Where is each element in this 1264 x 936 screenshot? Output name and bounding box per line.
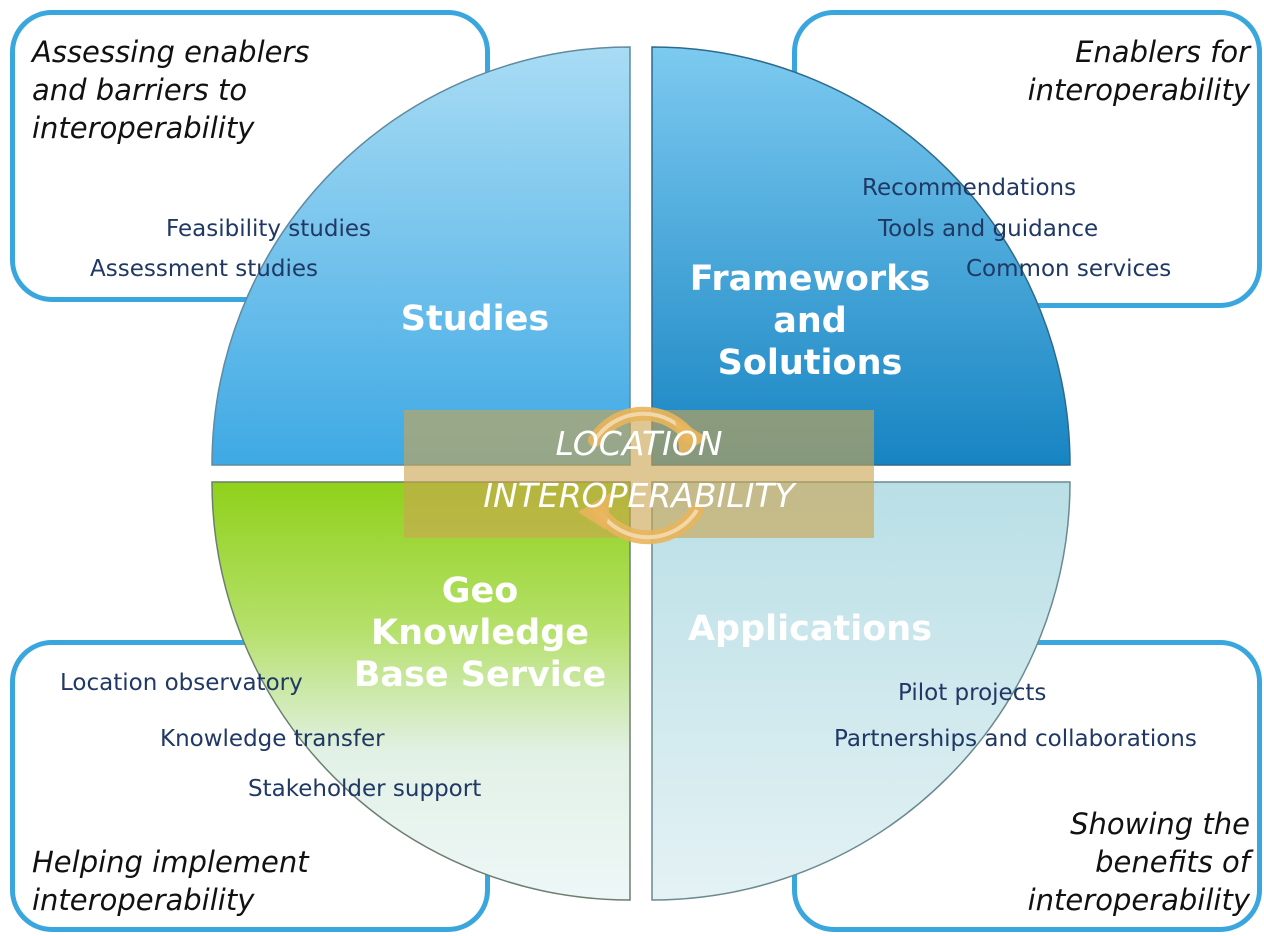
caption-line: benefits of [1095, 845, 1250, 879]
item-recommendations: Recommendations [862, 175, 1077, 201]
caption-line: Helping implement [32, 845, 309, 879]
caption-line: interoperability [32, 111, 255, 145]
item-pilot-projects: Pilot projects [898, 680, 1047, 706]
center-title-line: INTEROPERABILITY [483, 476, 795, 515]
item-stakeholder-support: Stakeholder support [248, 776, 482, 802]
item-common-services: Common services [966, 256, 1172, 282]
quadrant-label-line: Applications [687, 609, 933, 649]
quadrant-label-studies: Studies [360, 298, 590, 340]
caption-top-left: Assessing enablers and barriers to inter… [32, 33, 310, 147]
center-title-line: LOCATION [555, 424, 723, 463]
center-overlay [404, 410, 874, 538]
caption-line: Assessing enablers [32, 35, 310, 69]
quadrant-label-line: Geo [441, 571, 519, 611]
quadrant-geo [211, 481, 631, 901]
caption-bottom-left: Helping implement interoperability [32, 843, 309, 919]
caption-line: interoperability [1027, 883, 1250, 917]
caption-line: and barriers to [32, 73, 248, 107]
item-feasibility-studies: Feasibility studies [166, 216, 372, 242]
caption-bottom-right: Showing the benefits of interoperability [1028, 805, 1250, 919]
quadrant-frameworks [651, 46, 1071, 466]
caption-line: interoperability [32, 883, 255, 917]
caption-line: interoperability [1027, 73, 1250, 107]
item-tools-and-guidance: Tools and guidance [878, 216, 1099, 242]
quadrant-studies [211, 46, 631, 466]
item-partnerships-and-collaborations: Partnerships and collaborations [834, 726, 1197, 752]
quadrant-label-line: Base Service [353, 655, 607, 695]
caption-line: Enablers for [1075, 35, 1250, 69]
caption-top-right: Enablers for interoperability [1028, 33, 1250, 109]
center-title: LOCATION INTEROPERABILITY [404, 418, 874, 522]
item-knowledge-transfer: Knowledge transfer [160, 726, 385, 752]
quadrant-label-frameworks: Frameworks and Solutions [660, 258, 960, 384]
quadrant-label-line: Studies [400, 299, 550, 339]
quadrant-label-geo: Geo Knowledge Base Service [330, 570, 630, 696]
item-location-observatory: Location observatory [60, 670, 303, 696]
quadrant-label-line: and [773, 301, 847, 341]
item-assessment-studies: Assessment studies [90, 256, 318, 282]
caption-line: Showing the [1070, 807, 1250, 841]
quadrant-label-line: Solutions [717, 343, 903, 383]
quadrant-label-line: Frameworks [689, 259, 931, 299]
quadrant-label-line: Knowledge [371, 613, 589, 653]
quadrant-applications [651, 481, 1071, 901]
quadrant-label-applications: Applications [660, 608, 960, 650]
